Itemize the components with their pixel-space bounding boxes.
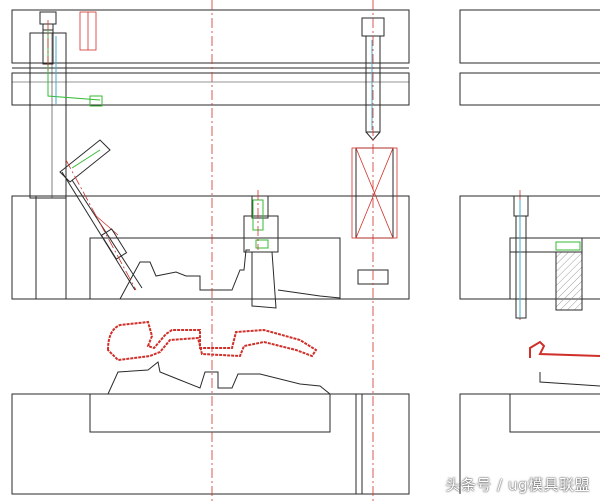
angled-lifter — [59, 139, 111, 183]
bottom-plate — [11, 393, 410, 495]
cavity-recess — [89, 394, 331, 433]
right-view-details — [519, 200, 600, 358]
right-view — [459, 9, 600, 494]
side-slider — [509, 237, 583, 253]
molded-part — [106, 320, 318, 362]
center-slider — [243, 215, 279, 253]
ejector-plate — [11, 72, 410, 106]
hatched-block — [555, 251, 583, 311]
core-part-profile — [119, 249, 250, 300]
watermark: 头条号 / ug模具联盟 — [445, 476, 590, 494]
core-plate — [11, 195, 410, 300]
core-cavity — [89, 237, 341, 299]
top-clamp-plate — [11, 9, 410, 64]
left-view — [11, 9, 410, 495]
